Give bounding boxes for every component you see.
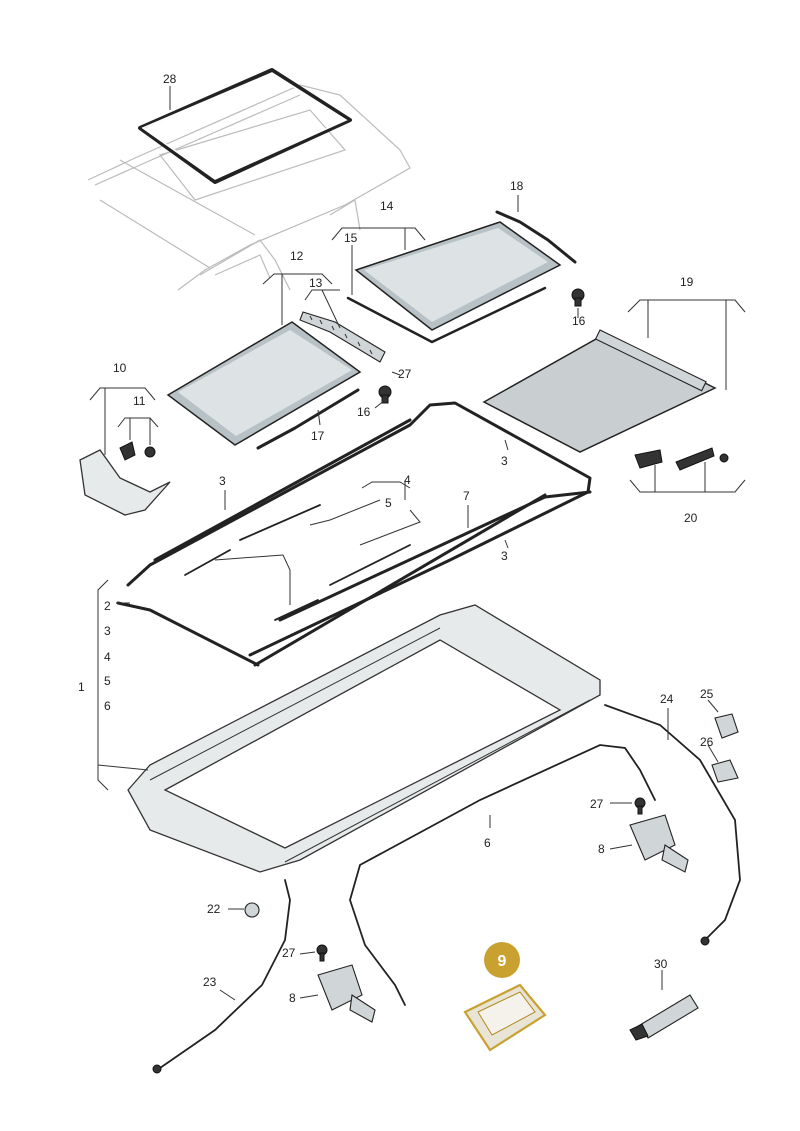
label-19: 19: [680, 275, 694, 289]
label-13: 13: [309, 276, 323, 290]
screw-27-a: [634, 797, 646, 815]
guide-rails-4-5: [184, 504, 411, 621]
label-5-b: 5: [104, 674, 111, 688]
highlight-badge-9: 9: [484, 942, 520, 978]
label-14: 14: [380, 199, 394, 213]
label-17: 17: [311, 429, 325, 443]
label-11: 11: [133, 394, 146, 408]
drain-hose-23-end: [152, 1064, 162, 1074]
grease-tube-30: [629, 994, 699, 1041]
label-4: 4: [404, 473, 411, 487]
label-3-a: 3: [501, 454, 508, 468]
label-1: 1: [78, 680, 85, 694]
clip-16-b: [378, 385, 392, 404]
drain-hose-23: [159, 879, 291, 1069]
control-unit-9: [463, 983, 547, 1052]
sunroof-frame-1: [127, 604, 601, 873]
label-10: 10: [113, 361, 127, 375]
label-23: 23: [203, 975, 217, 989]
label-5: 5: [385, 496, 392, 510]
label-9: 9: [498, 953, 507, 970]
label-6-b: 6: [104, 699, 111, 713]
motor-8-b: [317, 964, 376, 1023]
deflector-parts-11: [119, 441, 156, 461]
side-seal-17: [256, 388, 360, 450]
label-15: 15: [344, 231, 358, 245]
label-16-a: 16: [572, 314, 586, 328]
label-4-b: 4: [104, 650, 111, 664]
label-6: 6: [484, 836, 491, 850]
label-3-d: 3: [104, 624, 111, 638]
blind-guide-20: [634, 447, 729, 471]
drain-hose-24-end: [700, 936, 710, 946]
label-21: 28: [163, 72, 177, 86]
frame-seal-3: [126, 401, 592, 657]
label-20: 20: [684, 511, 698, 525]
label-22: 22: [207, 902, 221, 916]
car-roof-outline: [87, 84, 411, 291]
label-27-a: 27: [590, 797, 604, 811]
roof-seal-21: [138, 68, 352, 184]
drive-cable-6: [349, 744, 656, 1006]
wind-deflector-10: [79, 449, 171, 516]
lower-seal-2: [116, 601, 260, 667]
label-16-b: 16: [357, 405, 371, 419]
label-27-b: 27: [282, 946, 296, 960]
seal-strip-7: [253, 493, 547, 667]
front-glass-panel-12: [166, 321, 362, 446]
label-8-a: 8: [598, 842, 605, 856]
leader-lines: [89, 86, 746, 1001]
label-18: 18: [510, 179, 524, 193]
label-30: 30: [654, 957, 668, 971]
label-12: 12: [290, 249, 304, 263]
callout-labels: 28 18 14 15 12 13 19 16 27 10 11 16 17 3…: [78, 72, 714, 1005]
label-28: 27: [398, 367, 412, 381]
grommet-22: [244, 902, 260, 918]
label-3-b: 3: [219, 474, 226, 488]
deflector-strip-13: [299, 311, 386, 363]
drain-hose-24: [604, 704, 741, 941]
motor-8-a: [629, 814, 689, 873]
label-2: 2: [104, 599, 111, 613]
label-7: 7: [463, 489, 470, 503]
rear-glass-panel-14: [346, 221, 562, 344]
label-26: 26: [700, 735, 714, 749]
sun-blind-19: [482, 329, 717, 453]
screw-27-b: [316, 944, 328, 962]
label-25: 25: [700, 687, 714, 701]
label-3-c: 3: [501, 549, 508, 563]
clip-25: [714, 713, 739, 739]
clip-26: [711, 759, 739, 783]
label-24: 24: [660, 692, 674, 706]
rear-seal-strip-18: [495, 210, 577, 264]
clip-16-a: [571, 288, 585, 307]
label-8-b: 8: [289, 991, 296, 1005]
